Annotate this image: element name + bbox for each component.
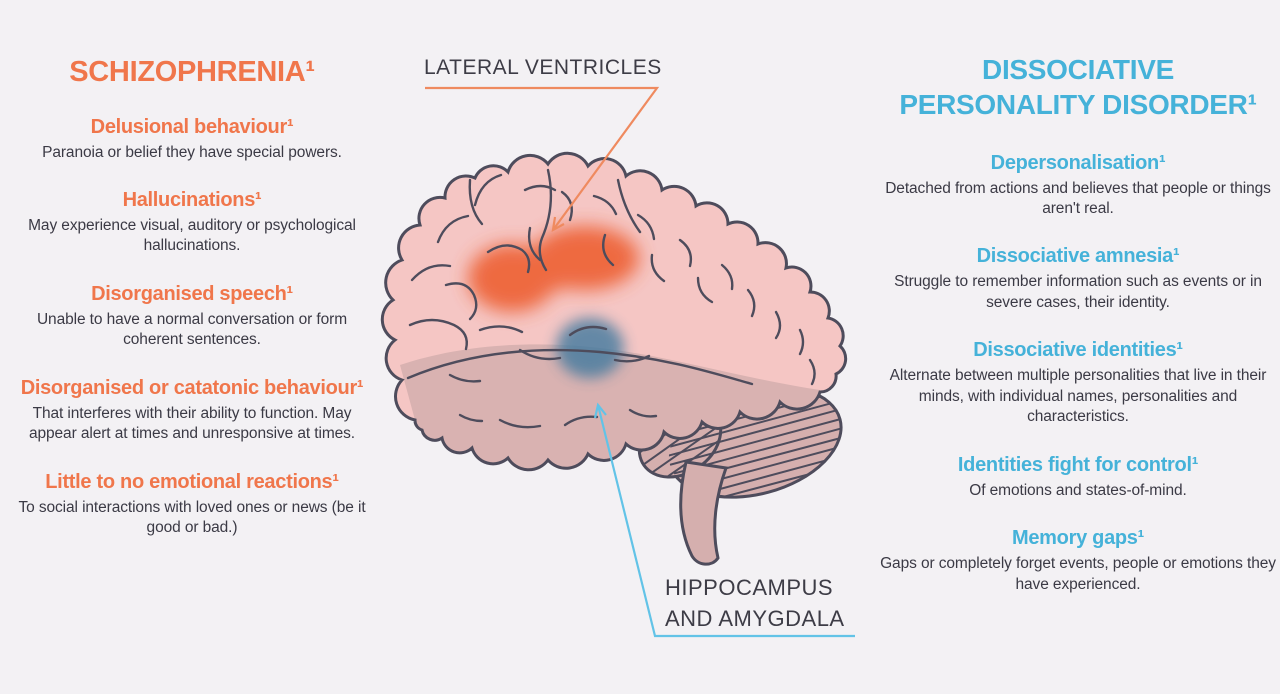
symptom-heading: Dissociative identities¹: [973, 339, 1183, 362]
dissociative-title-line1: DISSOCIATIVE: [982, 54, 1174, 85]
symptom-body: Gaps or completely forget events, people…: [880, 555, 1276, 593]
symptom-item: Little to no emotional reactions¹ To soc…: [8, 470, 376, 539]
symptom-body: Struggle to remember information such as…: [894, 273, 1262, 311]
hippocampus-amygdala-label: HIPPOCAMPUS AND AMYGDALA: [665, 572, 845, 634]
symptom-body: Alternate between multiple personalities…: [889, 367, 1267, 426]
symptom-heading: Delusional behaviour¹: [90, 115, 294, 138]
lateral-ventricles-highlight: [468, 226, 639, 312]
schizophrenia-panel: SCHIZOPHRENIA¹ Delusional behaviour¹ Par…: [8, 54, 376, 564]
symptom-item: Dissociative amnesia¹ Struggle to rememb…: [878, 244, 1278, 313]
symptom-item: Disorganised or catatonic behaviour¹ Tha…: [8, 376, 376, 445]
symptom-heading: Disorganised speech¹: [91, 282, 293, 305]
dissociative-panel: DISSOCIATIVE PERSONALITY DISORDER¹ Deper…: [878, 52, 1278, 620]
symptom-heading: Memory gaps¹: [1012, 527, 1144, 550]
hippocampus-label-line1: HIPPOCAMPUS: [665, 575, 834, 600]
hippocampus-label-line2: AND AMYGDALA: [665, 606, 845, 631]
cerebrum-outline: [380, 151, 848, 472]
symptom-heading: Depersonalisation¹: [990, 151, 1166, 174]
dissociative-title-line2: PERSONALITY DISORDER¹: [899, 89, 1257, 121]
symptom-item: Identities fight for control¹ Of emotion…: [878, 453, 1278, 501]
dissociative-title: DISSOCIATIVE PERSONALITY DISORDER¹: [878, 52, 1278, 123]
lateral-ventricles-label: LATERAL VENTRICLES: [424, 56, 662, 79]
symptom-body: To social interactions with loved ones o…: [18, 498, 366, 537]
symptom-body: May experience visual, auditory or psych…: [28, 216, 356, 255]
symptom-item: Disorganised speech¹ Unable to have a no…: [8, 282, 376, 351]
gyri-lines: [406, 168, 816, 429]
lateral-ventricles-arrow: [425, 86, 660, 233]
temporal-region: [400, 344, 820, 470]
symptom-heading: Little to no emotional reactions¹: [45, 470, 339, 493]
symptom-item: Delusional behaviour¹ Paranoia or belief…: [8, 115, 376, 163]
hippocampus-arrow: [593, 402, 855, 638]
symptom-heading: Hallucinations¹: [122, 188, 262, 211]
symptom-heading: Identities fight for control¹: [957, 453, 1199, 476]
symptom-heading: Dissociative amnesia¹: [976, 245, 1180, 268]
symptom-body: Detached from actions and believes that …: [885, 179, 1271, 217]
symptom-body: Paranoia or belief they have special pow…: [42, 143, 342, 161]
symptom-heading: Disorganised or catatonic behaviour¹: [20, 376, 364, 399]
symptom-item: Memory gaps¹ Gaps or completely forget e…: [878, 526, 1278, 595]
brain-stem: [679, 460, 729, 566]
brain-illustration: [380, 86, 855, 638]
schizophrenia-title: SCHIZOPHRENIA¹: [69, 56, 315, 88]
symptom-body: Unable to have a normal conversation or …: [36, 310, 348, 349]
symptom-item: Depersonalisation¹ Detached from actions…: [878, 151, 1278, 220]
symptom-item: Dissociative identities¹ Alternate betwe…: [878, 338, 1278, 427]
symptom-item: Hallucinations¹ May experience visual, a…: [8, 188, 376, 257]
symptom-body: Of emotions and states-of-mind.: [969, 481, 1187, 499]
symptom-body: That interferes with their ability to fu…: [28, 404, 356, 443]
